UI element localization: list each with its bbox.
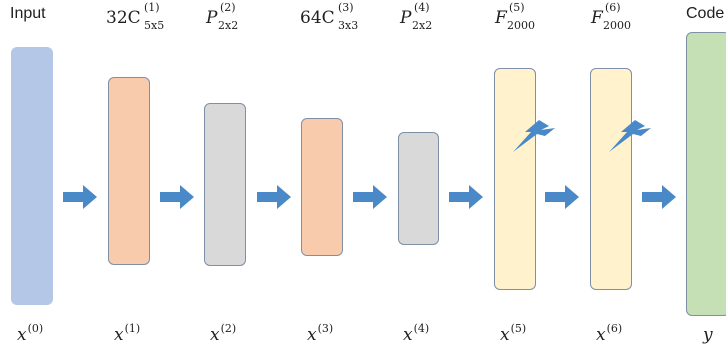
label-code: Code xyxy=(686,5,725,22)
label-x0-base: x xyxy=(17,325,27,345)
arrow-icon-3 xyxy=(257,185,291,209)
conv3-layer-box xyxy=(301,118,343,256)
label-x6-base: x xyxy=(596,325,606,345)
pool2-layer-box xyxy=(204,103,246,266)
label-x0-sup: (0) xyxy=(27,322,44,335)
label-x1-base: x xyxy=(114,325,124,345)
label-x6: x(6) xyxy=(596,322,622,345)
label-input: Input xyxy=(10,5,46,22)
label-fc6: F (6) 2000 xyxy=(591,2,631,31)
label-fc6-sub: 2000 xyxy=(603,19,631,32)
label-conv3-sub: 3x3 xyxy=(338,19,359,32)
label-pool2: P (2) 2x2 xyxy=(206,2,238,31)
label-fc6-base: F xyxy=(591,8,603,28)
label-conv1-sub: 5x5 xyxy=(144,19,165,32)
label-conv1-sup: (1) xyxy=(144,1,160,14)
label-pool4-base: P xyxy=(400,8,412,28)
label-x6-sup: (6) xyxy=(606,322,623,335)
label-pool4: P (4) 2x2 xyxy=(400,2,432,31)
label-x5-base: x xyxy=(500,325,510,345)
label-pool2-base: P xyxy=(206,8,218,28)
label-x4: x(4) xyxy=(403,322,429,345)
label-y: y xyxy=(703,322,714,345)
label-x3-base: x xyxy=(307,325,317,345)
label-x3-sup: (3) xyxy=(317,322,334,335)
label-conv3: 64C (3) 3x3 xyxy=(300,2,358,31)
code-layer-box xyxy=(686,32,726,316)
label-x4-base: x xyxy=(403,325,413,345)
label-conv3-sup: (3) xyxy=(338,1,354,14)
fc5-layer-box xyxy=(494,68,536,290)
arrow-icon-4 xyxy=(353,185,387,209)
label-fc6-sup: (6) xyxy=(605,1,621,14)
label-pool4-sub: 2x2 xyxy=(412,19,433,32)
label-x1-sup: (1) xyxy=(124,322,141,335)
arrow-icon-6 xyxy=(545,185,579,209)
label-x3: x(3) xyxy=(307,322,333,345)
dropout-bolt-icon-fc6 xyxy=(609,120,651,152)
arrow-icon-5 xyxy=(449,185,483,209)
label-x2: x(2) xyxy=(210,322,236,345)
label-pool2-sub: 2x2 xyxy=(218,19,239,32)
label-conv1-base: 32C xyxy=(106,8,141,28)
arrow-icon-1 xyxy=(63,185,97,209)
fc6-layer-box xyxy=(590,68,632,290)
pool4-layer-box xyxy=(398,132,439,245)
label-fc5: F (5) 2000 xyxy=(495,2,535,31)
arrow-icon-7 xyxy=(642,185,676,209)
label-x0: x(0) xyxy=(17,322,43,345)
input-layer-box xyxy=(11,47,53,305)
label-fc5-sup: (5) xyxy=(509,1,525,14)
label-fc5-base: F xyxy=(495,8,507,28)
label-pool2-sup: (2) xyxy=(220,1,236,14)
label-x5-sup: (5) xyxy=(510,322,527,335)
label-x2-base: x xyxy=(210,325,220,345)
label-x5: x(5) xyxy=(500,322,526,345)
label-fc5-sub: 2000 xyxy=(507,19,535,32)
label-x4-sup: (4) xyxy=(413,322,430,335)
arrow-icon-2 xyxy=(160,185,194,209)
label-y-base: y xyxy=(703,325,713,345)
conv1-layer-box xyxy=(108,77,150,265)
label-x1: x(1) xyxy=(114,322,140,345)
label-conv1: 32C (1) 5x5 xyxy=(106,2,164,31)
label-pool4-sup: (4) xyxy=(414,1,430,14)
dropout-bolt-icon-fc5 xyxy=(513,120,555,152)
label-conv3-base: 64C xyxy=(300,8,335,28)
label-x2-sup: (2) xyxy=(220,322,237,335)
